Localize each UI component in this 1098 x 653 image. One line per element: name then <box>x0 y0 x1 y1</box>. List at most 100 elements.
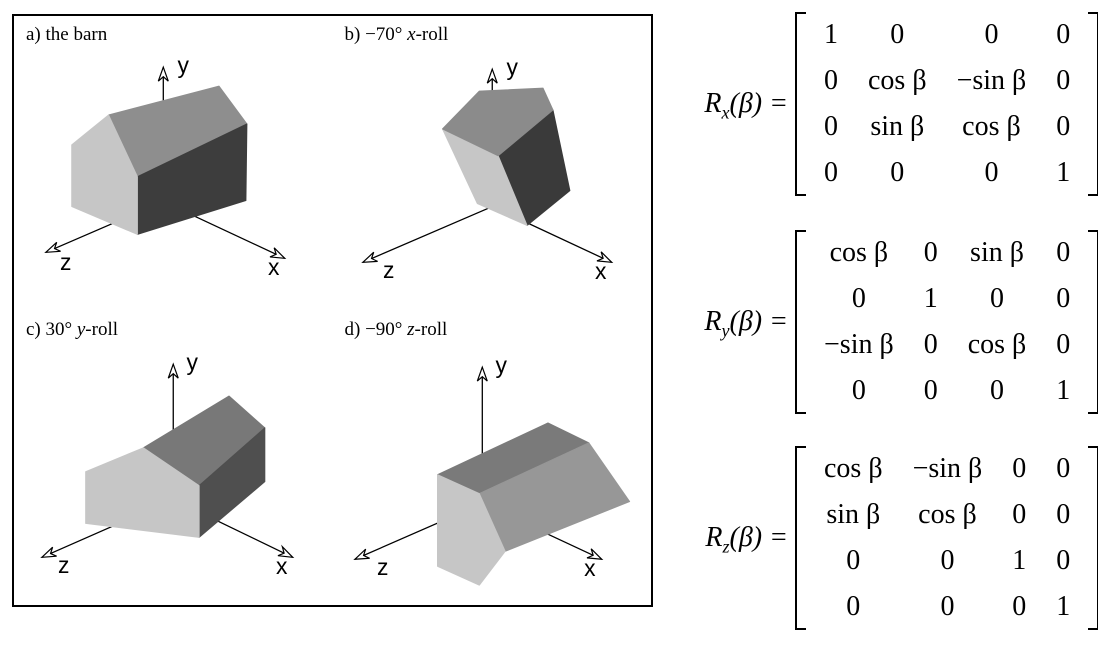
matrix-cell: 0 <box>1056 19 1071 50</box>
matrix-cell: 0 <box>984 19 999 50</box>
barn-end-cap-face <box>436 473 506 586</box>
barn-view-c: xzy <box>40 349 295 579</box>
matrix-argument: (β) = <box>729 522 789 553</box>
barn-view-b: x z y <box>360 54 613 284</box>
x-axis-arrowhead-icon <box>269 247 287 260</box>
matrix-cell: 0 <box>846 591 861 622</box>
matrix-name: R <box>704 306 722 337</box>
matrix-cell: cos β <box>962 111 1021 142</box>
matrix-cell: 0 <box>824 157 838 188</box>
matrix-cell: 0 <box>1056 111 1071 142</box>
panel-label-suffix: -roll <box>85 318 119 340</box>
panel-a: x z y a) the barn <box>14 16 333 311</box>
matrix-cell: 1 <box>824 19 838 50</box>
z-axis-arrowhead-icon <box>44 241 61 254</box>
matrix-cell: 1 <box>1056 157 1071 188</box>
y-axis-label: y <box>186 349 198 375</box>
matrix-cell: 0 <box>1056 329 1071 360</box>
matrix-cell: 1 <box>1056 375 1071 406</box>
y-axis-arrowhead-icon <box>157 65 169 82</box>
matrix-cell: 0 <box>984 157 999 188</box>
matrix-cell: cos β <box>824 453 883 484</box>
panel-label-axis-var: y <box>76 318 86 340</box>
matrix-cell: cos β <box>829 237 889 268</box>
matrix-name: R <box>704 88 722 119</box>
panel-label-axis-var: x <box>407 24 416 45</box>
matrix-cell: 0 <box>1056 283 1071 314</box>
matrix-cell: 0 <box>824 65 838 96</box>
matrix-cell: 0 <box>990 283 1004 314</box>
matrix-name: R <box>705 522 723 553</box>
matrix-cell: sin β <box>826 499 881 530</box>
matrix-cell: 0 <box>1056 499 1071 530</box>
matrix-subscript: z <box>722 536 730 557</box>
matrix-argument: (β) = <box>729 306 789 337</box>
right-bracket <box>1088 12 1098 196</box>
matrix-argument: (β) = <box>729 88 789 119</box>
x-axis-label: x <box>268 254 280 280</box>
matrix-cell: 0 <box>1056 545 1071 576</box>
matrix-subscript: y <box>721 320 730 341</box>
y-axis-label: y <box>506 54 518 80</box>
matrix-cell: 0 <box>890 157 905 188</box>
y-axis-arrowhead-icon <box>476 364 488 382</box>
matrix-cell: 0 <box>940 591 955 622</box>
barn-end-cap-face <box>85 446 200 538</box>
matrix-cell: −sin β <box>824 329 894 360</box>
matrix-cell: 0 <box>923 375 938 406</box>
left-bracket <box>795 230 806 414</box>
matrix-cell: cos β <box>918 499 977 530</box>
matrix-subscript: x <box>721 102 730 123</box>
y-axis-label: y <box>177 52 189 78</box>
x-axis-arrowhead-icon <box>586 547 603 560</box>
y-axis-arrowhead-icon <box>167 361 179 379</box>
matrix-cell: cos β <box>868 65 927 96</box>
matrix-rz-label: Rz(β) = <box>660 522 795 557</box>
matrix-cell: 1 <box>1012 545 1027 576</box>
panel-label-text: b) −70° <box>344 24 408 45</box>
panel-label-text: d) −90° <box>344 318 408 340</box>
z-axis-label: z <box>60 249 71 275</box>
matrix-cell: 1 <box>1056 591 1071 622</box>
panel-label-text: a) the barn <box>26 24 108 45</box>
z-axis-label: z <box>58 552 69 578</box>
matrix-ry-label: Ry(β) = <box>660 306 795 341</box>
matrix-cell: 0 <box>851 283 866 314</box>
matrix-cell: 0 <box>923 237 938 268</box>
z-axis-line <box>362 205 493 263</box>
matrix-cell: 0 <box>890 19 905 50</box>
right-bracket <box>1088 230 1098 414</box>
matrix-cell: 0 <box>851 375 866 406</box>
x-axis-arrowhead-icon <box>277 544 295 558</box>
z-axis-label: z <box>383 257 394 283</box>
matrix-cell: sin β <box>970 237 1024 268</box>
matrix-cell: 0 <box>990 375 1004 406</box>
x-axis-label: x <box>595 258 607 284</box>
right-bracket <box>1088 446 1098 630</box>
panel-label-axis-var: z <box>407 318 415 340</box>
panel-label-c: c) 30° y-roll <box>26 319 118 341</box>
matrix-rx-label: Rx(β) = <box>660 88 795 123</box>
panel-label-suffix: -roll <box>415 24 449 45</box>
left-bracket <box>795 446 806 630</box>
matrix-cell: 0 <box>1012 453 1027 484</box>
y-axis-label: y <box>495 352 507 378</box>
barn-end-cap-face <box>441 87 553 157</box>
matrix-cell: 0 <box>1012 499 1027 530</box>
matrix-cell: 1 <box>923 283 938 314</box>
z-axis-label: z <box>377 554 388 580</box>
barn-end-cap-face <box>71 114 138 235</box>
